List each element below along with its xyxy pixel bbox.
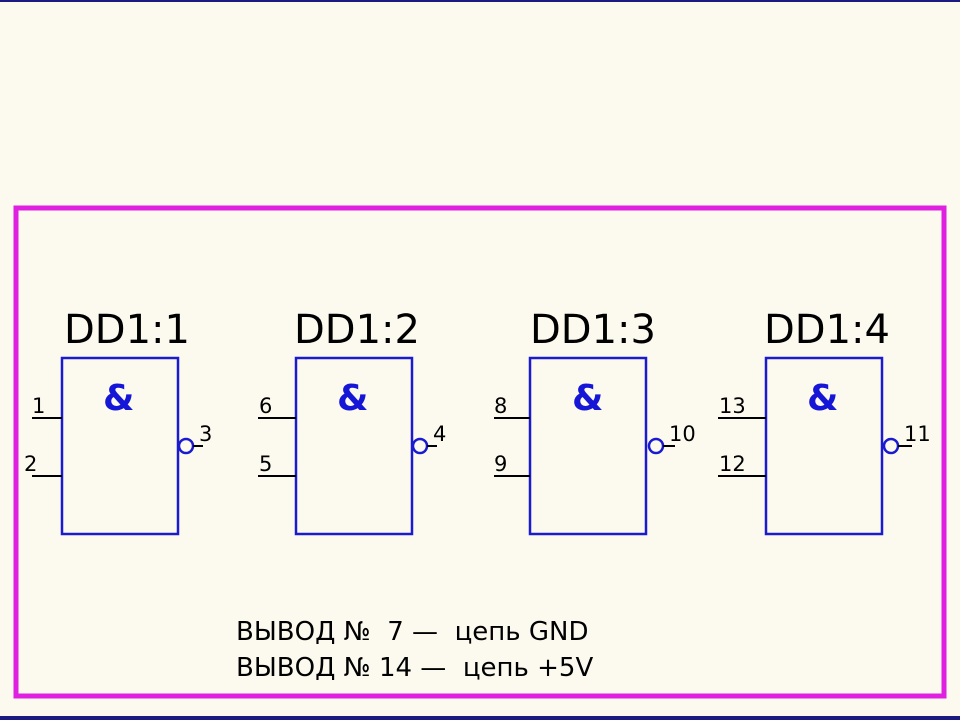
pin-label-input-top: 1 — [32, 394, 45, 418]
bottom-edge-line — [0, 716, 960, 720]
gate-dd1-3: DD1:3 & 8 9 10 — [494, 307, 696, 536]
and-symbol: & — [572, 378, 603, 419]
pin-label-output: 11 — [904, 422, 931, 446]
inversion-bubble — [177, 437, 195, 455]
and-symbol: & — [807, 378, 838, 419]
inversion-bubble — [411, 437, 429, 455]
gate-title: DD1:1 — [64, 307, 190, 353]
pin-label-input-bottom: 2 — [24, 452, 37, 476]
power-note-gnd: ВЫВОД № 7 — цепь GND — [236, 617, 588, 647]
pin-label-output: 3 — [199, 422, 212, 446]
inversion-bubble — [882, 437, 900, 455]
gate-dd1-1: DD1:1 & 1 2 3 — [24, 307, 212, 536]
pin-label-input-bottom: 5 — [259, 452, 272, 476]
pin-label-input-bottom: 12 — [719, 452, 746, 476]
pin-label-input-bottom: 9 — [494, 452, 507, 476]
and-symbol: & — [337, 378, 368, 419]
gate-dd1-2: DD1:2 & 6 5 4 — [258, 307, 446, 536]
pin-label-input-top: 6 — [259, 394, 272, 418]
gate-title: DD1:3 — [530, 307, 656, 353]
gate-title: DD1:4 — [764, 307, 890, 353]
pin-label-input-top: 13 — [719, 394, 746, 418]
top-edge-line — [0, 0, 960, 2]
gate-dd1-4: DD1:4 & 13 12 11 — [718, 307, 931, 536]
pin-label-input-top: 8 — [494, 394, 507, 418]
pin-label-output: 4 — [433, 422, 446, 446]
gate-title: DD1:2 — [294, 307, 420, 353]
gate-body — [764, 356, 884, 536]
power-note-vcc: ВЫВОД № 14 — цепь +5V — [236, 653, 593, 683]
and-symbol: & — [103, 378, 134, 419]
gate-body — [528, 356, 648, 536]
inversion-bubble — [647, 437, 665, 455]
pin-label-output: 10 — [669, 422, 696, 446]
schematic-frame — [13, 205, 947, 699]
